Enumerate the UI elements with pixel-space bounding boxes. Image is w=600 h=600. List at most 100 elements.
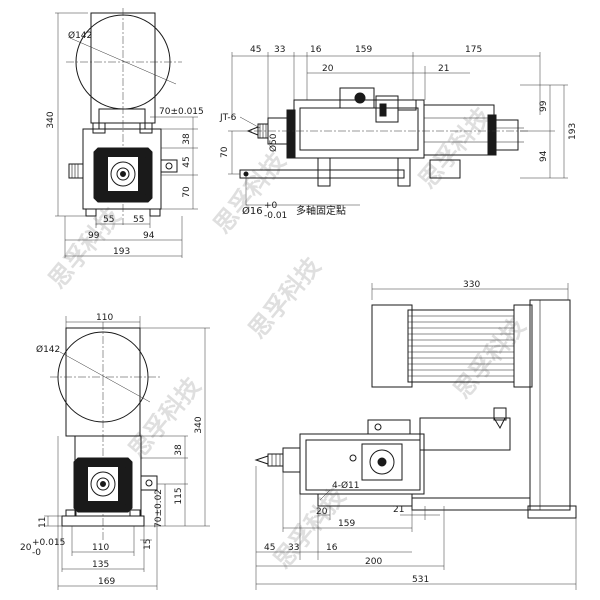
br-dim-159: 159 — [338, 519, 355, 529]
bl-dim-110: 110 — [92, 543, 109, 553]
tr-end-plate — [487, 114, 497, 156]
tr-dim-175: 175 — [465, 45, 482, 55]
dim-99-label: 99 — [88, 231, 100, 241]
br-gauge-outer — [369, 449, 395, 475]
fitting-right-hole — [165, 162, 173, 170]
dim-70-tol-label: 70±0.015 — [159, 107, 204, 117]
dim-55-right-label: 55 — [133, 215, 144, 225]
br-dim-330: 330 — [463, 280, 480, 290]
br-dim-200: 200 — [365, 557, 382, 567]
tr-dim-94: 94 — [539, 150, 549, 162]
br-dim-531: 531 — [412, 575, 429, 585]
dim-340-label: 340 — [46, 111, 56, 128]
fitting-right — [160, 159, 178, 173]
br-holes-label: 4-Ø11 — [332, 480, 360, 491]
foot-left — [85, 208, 97, 217]
bl-fitting-right — [140, 475, 158, 491]
br-tool-top — [493, 417, 506, 430]
tr-gauge-box — [339, 87, 375, 109]
diameter-label: Ø142 — [68, 30, 92, 41]
br-motor-flange — [513, 304, 533, 388]
br-column — [529, 299, 571, 511]
tr-mount-left — [317, 157, 331, 187]
tr-jt-label: JT-6 — [219, 113, 237, 123]
tr-dim-16: 16 — [310, 45, 322, 55]
br-dim-45: 45 — [264, 543, 275, 553]
br-fins — [408, 315, 514, 377]
dim-193-label: 193 — [113, 247, 130, 257]
bottom-right-view: 330 — [254, 280, 577, 590]
watermark-2: 思孚科技 — [208, 147, 292, 239]
bl-dim-20: 20 — [20, 543, 32, 553]
bolt-4 — [140, 189, 148, 197]
spindle-inner — [116, 167, 130, 181]
br-tool — [254, 455, 269, 465]
dim-45-label: 45 — [182, 156, 192, 167]
bolt-2 — [140, 152, 148, 160]
bottom-left-view: 110 Ø142 340 38 115 — [20, 313, 210, 590]
spindle-core — [120, 171, 126, 177]
tr-note-prefix: Ø16 — [242, 205, 263, 217]
tr-gauge — [354, 92, 366, 104]
tr-flange — [286, 109, 296, 159]
br-spindle — [282, 447, 301, 473]
br-chuck — [267, 453, 284, 467]
br-dim-20: 20 — [316, 507, 328, 517]
bolt-3 — [98, 189, 106, 197]
bl-dim-169: 169 — [98, 577, 115, 587]
tr-base-pin — [243, 171, 249, 177]
tr-dim-99: 99 — [539, 100, 549, 112]
dim-38-label: 38 — [182, 133, 192, 145]
tr-note-tol-lower: -0.01 — [264, 211, 287, 221]
br-top-bar — [367, 419, 411, 435]
tr-dim-159: 159 — [355, 45, 372, 55]
br-motor-cap — [371, 304, 413, 388]
watermark-5: 思孚科技 — [243, 252, 327, 344]
top-left-view: Ø142 340 70±0.015 — [46, 8, 204, 258]
tr-dim-45: 45 — [250, 45, 261, 55]
tr-note-tol-upper: +0 — [264, 201, 278, 211]
br-column-foot — [527, 505, 577, 519]
tr-body-inner — [299, 107, 419, 151]
bl-dim-115: 115 — [174, 487, 184, 504]
bl-base-plate — [61, 515, 145, 527]
bl-dim-135: 135 — [92, 560, 109, 570]
tr-rods — [495, 119, 519, 151]
br-base-rail — [411, 497, 531, 511]
gearbox-tab-left — [92, 122, 106, 134]
bl-dim-340: 340 — [194, 416, 204, 433]
bolt-1 — [98, 152, 106, 160]
tr-base-block — [429, 159, 461, 179]
spindle-outer — [110, 161, 136, 187]
tr-dim-70: 70 — [220, 146, 230, 158]
br-dim-21: 21 — [393, 505, 404, 515]
br-gauge-box — [361, 443, 403, 481]
bl-dim-110-top: 110 — [96, 313, 113, 323]
br-dim-33: 33 — [288, 543, 299, 553]
foot-right — [149, 208, 161, 217]
neck — [98, 108, 146, 130]
br-gauge-core — [377, 457, 387, 467]
tr-dim-21: 21 — [438, 64, 449, 74]
tr-dim-193: 193 — [568, 123, 578, 140]
dim-55-left-label: 55 — [103, 215, 114, 225]
bl-diameter-label: Ø142 — [36, 344, 60, 355]
tr-dim-33: 33 — [274, 45, 285, 55]
br-dim-16: 16 — [326, 543, 338, 553]
watermark-3: 思孚科技 — [413, 102, 497, 194]
bl-dim-20-upper: +0.015 — [32, 538, 65, 548]
bl-dim-20-lower: -0 — [32, 548, 41, 558]
dim-70-label: 70 — [182, 186, 192, 198]
dim-94-label: 94 — [143, 231, 155, 241]
bl-dim-70-tol: 70±0.02 — [154, 489, 164, 528]
bl-dim-11: 11 — [38, 517, 48, 528]
diameter-leader — [69, 37, 177, 85]
tr-mount-right — [397, 157, 411, 187]
bl-dim-15: 15 — [143, 539, 153, 550]
tr-note-text: 多軸固定點 — [296, 204, 346, 217]
tr-dia-50: Ø50 — [268, 133, 279, 152]
bl-spindle-outer — [90, 471, 116, 497]
top-right-view: 45 33 16 159 175 20 21 JT-6 — [219, 45, 578, 221]
fitting-left — [68, 163, 84, 179]
